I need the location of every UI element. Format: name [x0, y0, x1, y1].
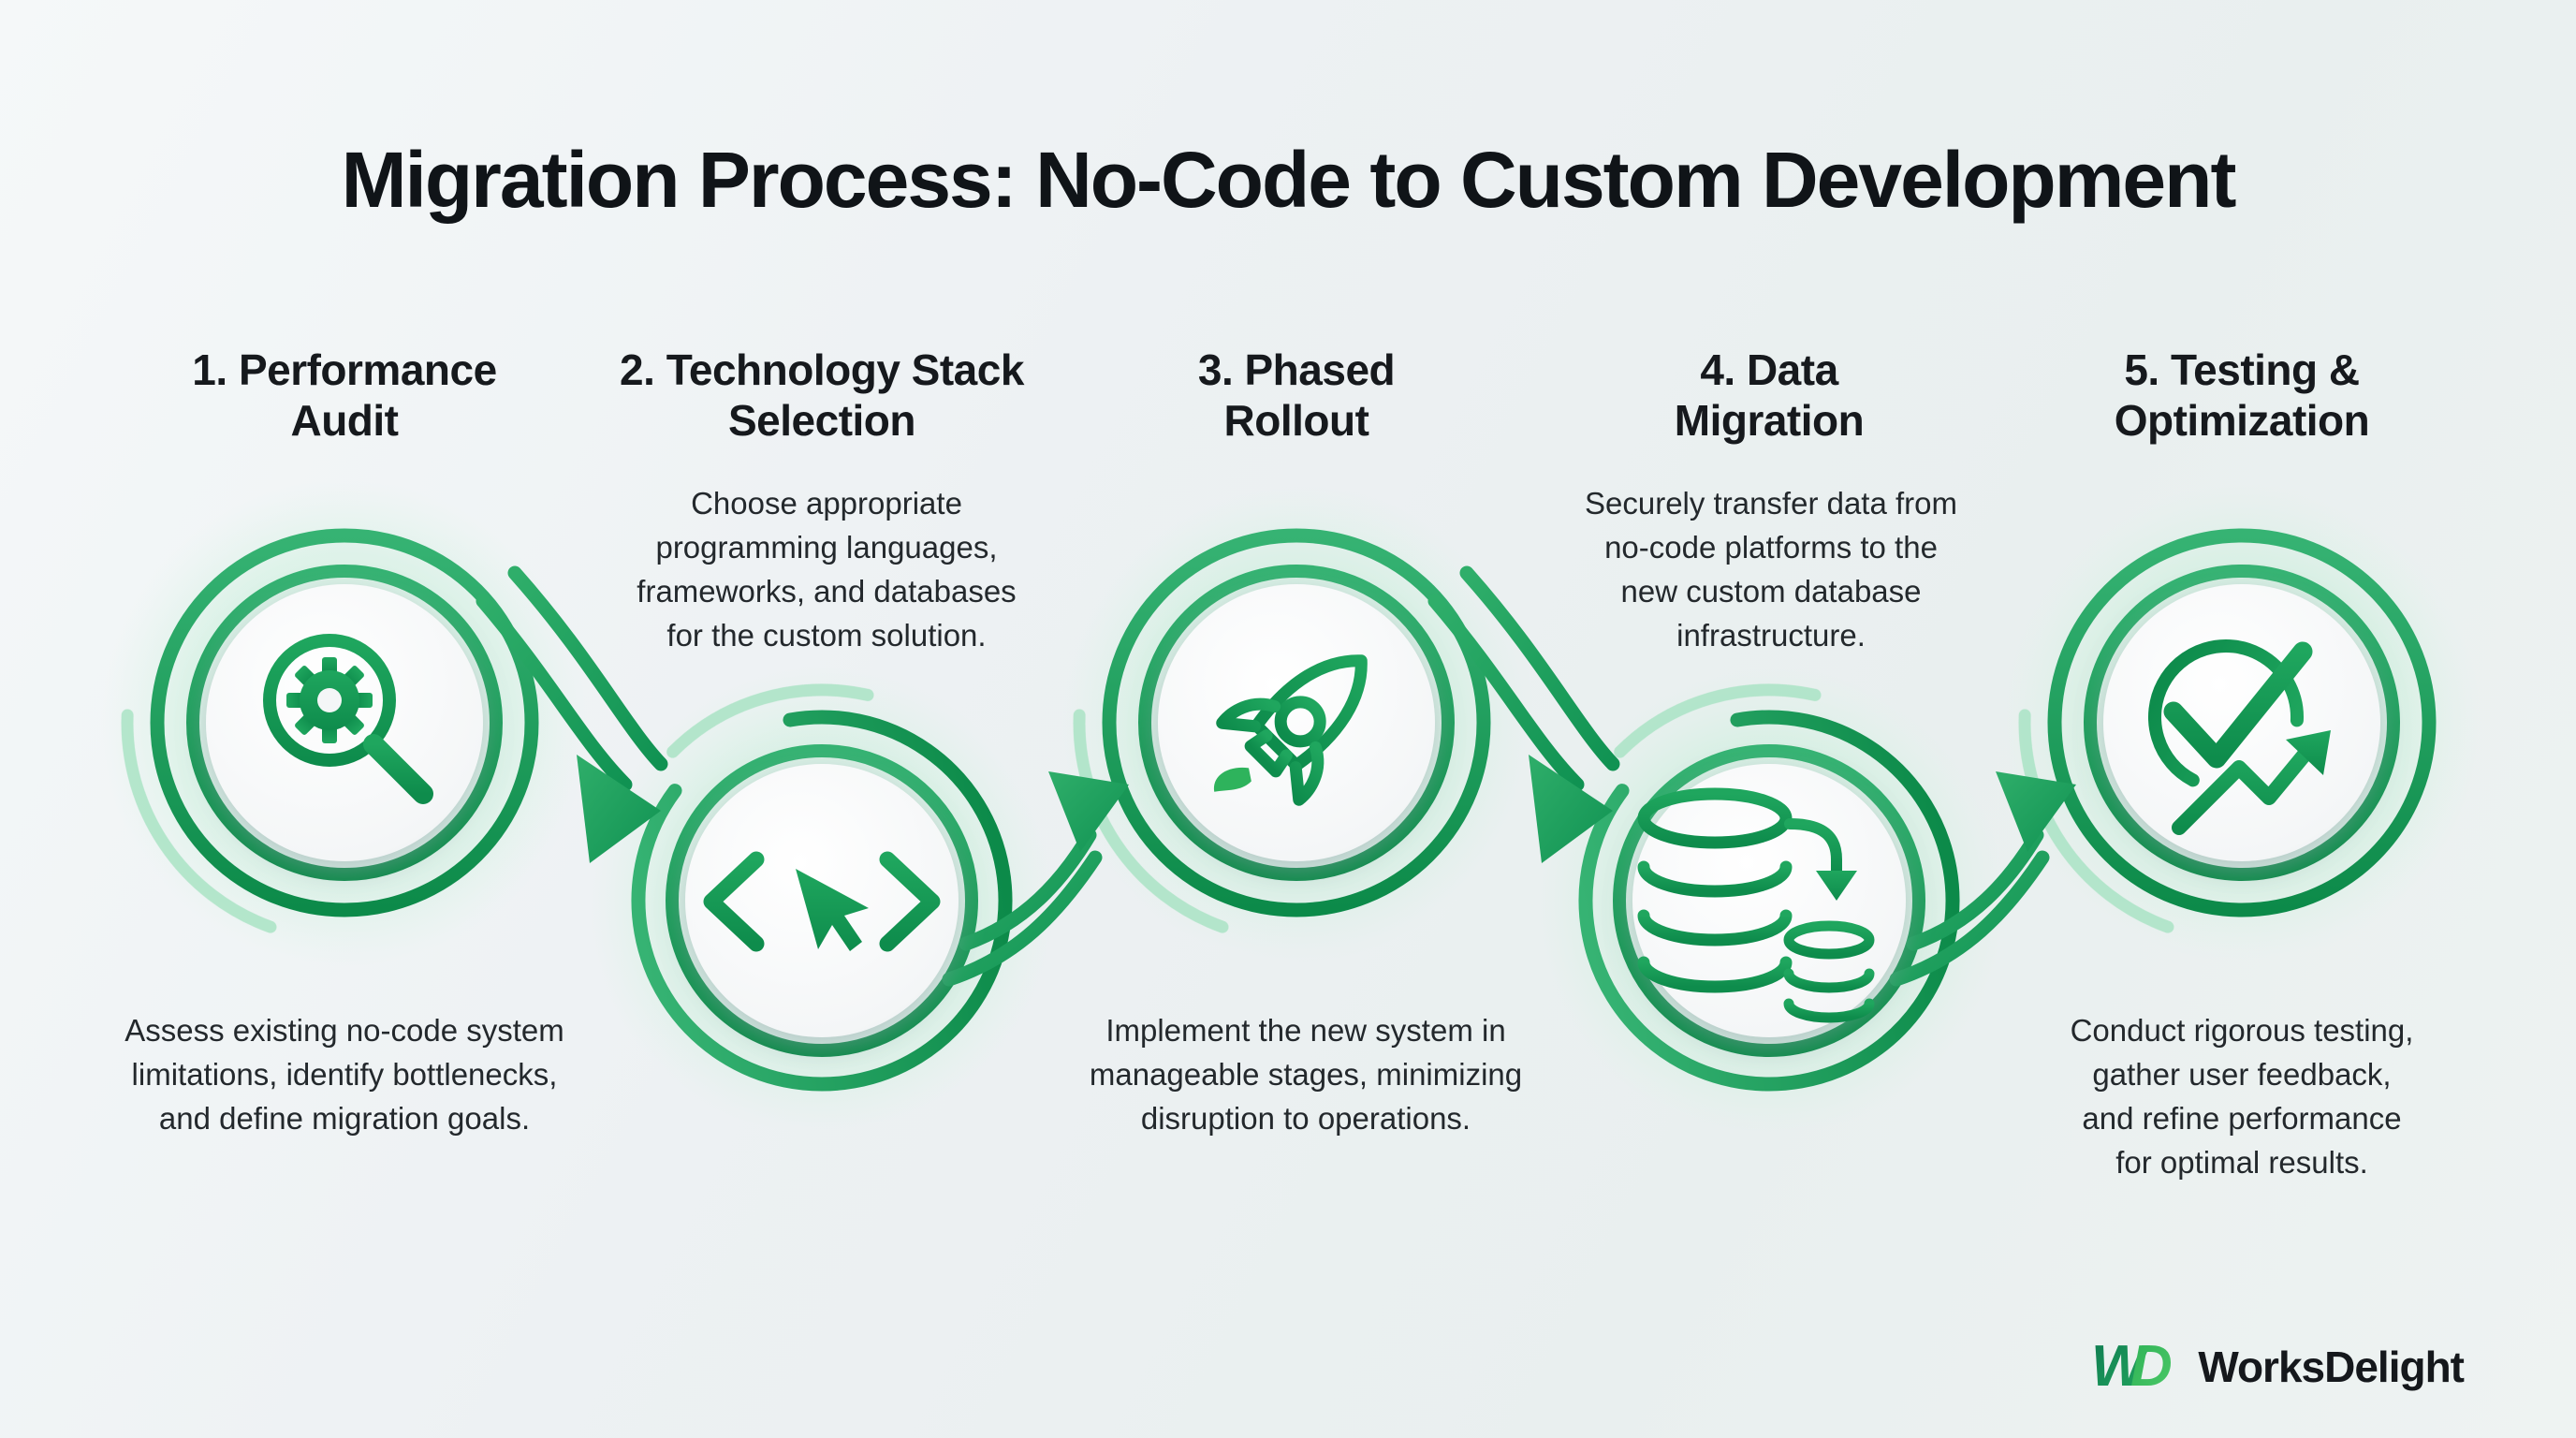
step-4-description: Securely transfer data from no-code plat…: [1585, 486, 1957, 653]
database-migration-icon: [1637, 787, 1875, 1023]
step-3-title: 3. Phased Rollout: [1197, 345, 1396, 446]
step-2-title: 2. Technology Stack Selection: [620, 345, 1024, 446]
step-5-title: 5. Testing & Optimization: [2114, 345, 2370, 446]
brand-logo: W D WorksDelight: [2091, 1333, 2465, 1401]
flow-arrows: [476, 565, 2076, 987]
step-1-title: 1. Performance Audit: [192, 345, 497, 446]
step-2-description: Choose appropriate programming languages…: [637, 486, 1017, 653]
page-title: Migration Process: No-Code to Custom Dev…: [341, 136, 2237, 225]
wd-logo-icon: W D: [2091, 1334, 2173, 1399]
svg-text:W: W: [2091, 1334, 2150, 1399]
svg-text:D: D: [2130, 1334, 2173, 1399]
magnifier-gear-icon: [263, 634, 433, 804]
step-1-description: Assess existing no-code system limitatio…: [124, 1013, 564, 1136]
check-trend-icon: [2148, 639, 2331, 835]
step-3-description: Implement the new system in manageable s…: [1089, 1013, 1523, 1136]
arrow-3-4: [1427, 565, 1620, 863]
step-4-title: 4. Data Migration: [1674, 345, 1865, 446]
code-cursor-icon: [703, 851, 941, 952]
circle-rings: [150, 528, 2437, 1092]
faint-arcs: [121, 499, 2466, 1118]
arrow-2-3: [942, 771, 1129, 987]
arrow-4-5: [1889, 771, 2076, 987]
arrow-1-2: [476, 565, 668, 863]
brand-name: WorksDelight: [2198, 1343, 2465, 1391]
step-5-description: Conduct rigorous testing, gather user fe…: [2070, 1013, 2414, 1180]
rocket-icon: [1214, 654, 1368, 806]
